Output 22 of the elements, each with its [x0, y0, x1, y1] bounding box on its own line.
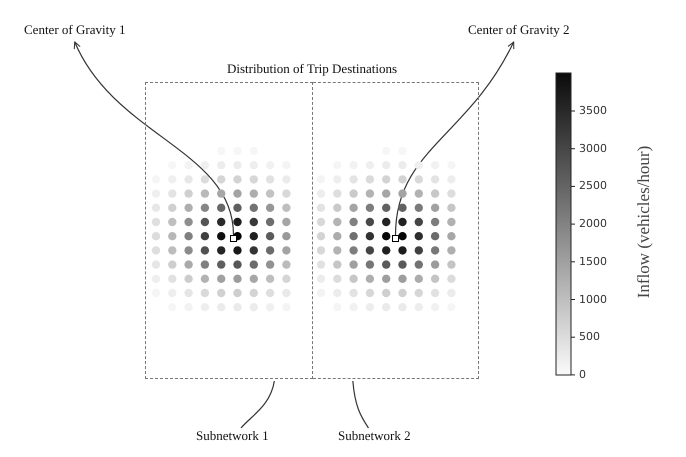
- subnetwork-region: [145, 82, 313, 379]
- tick-label: 1000: [579, 292, 607, 306]
- curved-arrow: [74, 41, 234, 236]
- leader-line: [352, 380, 369, 428]
- tick-label: 1500: [579, 254, 607, 268]
- tick-label: 2500: [579, 179, 607, 192]
- tick-label: 0: [579, 368, 586, 381]
- callout-label: Center of Gravity 1: [24, 22, 126, 40]
- leader-line: [240, 380, 275, 428]
- subnetwork-region: [313, 82, 479, 379]
- center-marker: [230, 235, 237, 242]
- curved-arrow: [394, 41, 514, 236]
- subnetwork-label: Subnetwork 2: [338, 428, 411, 446]
- subnetwork-label: Subnetwork 1: [196, 428, 269, 446]
- center-marker: [392, 235, 399, 242]
- tick-label: 3500: [579, 104, 607, 117]
- callout-label: Center of Gravity 2: [468, 22, 570, 40]
- axis-label: Inflow (vehicles/hour): [634, 146, 654, 298]
- tick-label: 3000: [579, 142, 607, 155]
- panel-heading: Distribution of Trip Destinations: [226, 61, 398, 77]
- tick-label: 2000: [579, 217, 607, 230]
- tick-label: 500: [579, 330, 600, 344]
